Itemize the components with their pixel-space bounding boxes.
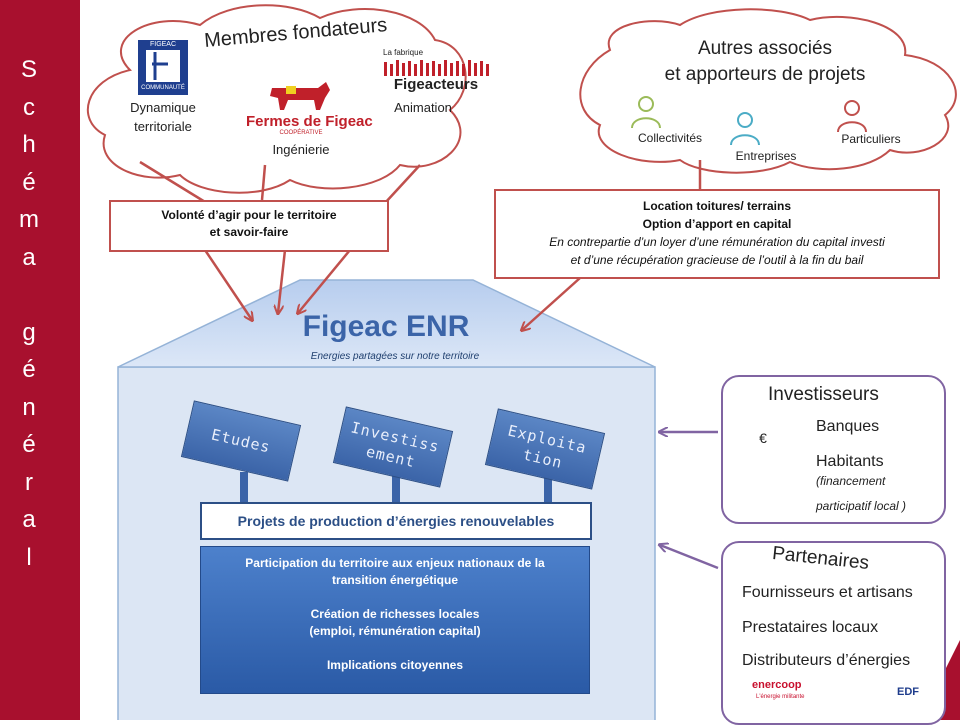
- volonte-box: Volonté d’agir pour le territoire et sav…: [109, 200, 389, 252]
- sidebar-letter: é: [22, 168, 36, 196]
- sidebar-letter: r: [25, 468, 33, 496]
- person-icon-entreprises: [730, 112, 760, 146]
- sidebar-letter: h: [22, 131, 36, 158]
- logo-figeacteurs-figures: [384, 60, 489, 76]
- enercoop-tagline: L'énergie militante: [756, 694, 805, 700]
- location-line-2: Option d’apport en capital: [642, 217, 792, 231]
- associe-particuliers: Particuliers: [841, 132, 901, 146]
- edf-logo: EDF: [897, 686, 919, 698]
- associes-title-2: et apporteurs de projets: [664, 64, 866, 85]
- associe-entreprises: Entreprises: [735, 149, 797, 163]
- benefits-box: Participation du territoire aux enjeux n…: [200, 546, 590, 694]
- cloud-associes: [579, 8, 957, 174]
- volonte-line-2: et savoir-faire: [209, 225, 289, 239]
- location-box: Location toitures/ terrains Option d’app…: [494, 189, 940, 279]
- location-line-3: En contrepartie d’un loyer d’une rémunér…: [549, 235, 885, 249]
- partenaire-prestataires: Prestataires locaux: [742, 619, 879, 636]
- house-subtitle: Energies partagées sur notre territoire: [310, 351, 480, 362]
- sign-post-investissement: [392, 472, 400, 502]
- person-icon-particuliers: [837, 100, 867, 133]
- sidebar-letter: l: [26, 543, 32, 571]
- communaute-label-1: Dynamique: [130, 100, 196, 115]
- cow-icon: [270, 82, 330, 110]
- figeacteurs-logo-top: La fabrique: [383, 48, 424, 57]
- communaute-label-2: territoriale: [134, 119, 192, 134]
- sidebar-letter: c: [23, 93, 35, 121]
- associe-collectivites: Collectivités: [637, 131, 703, 145]
- habitants-note-1: (financement: [816, 474, 886, 488]
- associes-title-1: Autres associés: [697, 38, 833, 59]
- benefit-line-1: Participation du territoire aux enjeux n…: [245, 556, 545, 570]
- habitants-note-2: participatif local ): [816, 499, 907, 513]
- investisseur-banques: Banques: [816, 418, 880, 435]
- partenaire-distributeurs: Distributeurs d’énergies: [742, 652, 911, 669]
- fermes-logo-sub: COOPÉRATIVE: [279, 130, 323, 136]
- partenaires-panel: [721, 541, 946, 725]
- communaute-logo-bottom: COMMUNAUTÉ: [141, 85, 185, 91]
- arrows-red: [139, 160, 702, 330]
- sidebar-letter: S: [20, 56, 37, 83]
- benefit-line-4: (emploi, rémunération capital): [309, 624, 481, 638]
- house-title: Figeac ENR: [302, 310, 470, 343]
- sign-post-exploitation: [544, 472, 552, 502]
- figeacteurs-label: Animation: [394, 100, 452, 115]
- sidebar-letter: é: [22, 356, 36, 383]
- volonte-line-1: Volonté d’agir pour le territoire: [161, 208, 337, 222]
- sidebar-letter: é: [22, 431, 36, 458]
- person-icon-collectivites: [631, 96, 661, 129]
- sign-etudes-label: Etudes: [209, 425, 273, 457]
- sidebar: [0, 0, 80, 720]
- benefit-line-5: Implications citoyennes: [326, 658, 464, 672]
- sign-post-etudes: [240, 472, 248, 502]
- sidebar-letter: a: [22, 243, 36, 271]
- projets-box: Projets de production d’énergies renouve…: [200, 502, 592, 540]
- location-line-1: Location toitures/ terrains: [642, 199, 792, 213]
- enercoop-logo: enercoop: [752, 679, 802, 691]
- partenaire-fournisseurs: Fournisseurs et artisans: [742, 584, 913, 601]
- sidebar-letter: m: [19, 206, 39, 233]
- sidebar-letter: n: [22, 393, 36, 421]
- investisseurs-title: Investisseurs: [768, 384, 879, 405]
- investisseur-habitants: Habitants: [816, 453, 884, 470]
- arrows-purple: [660, 432, 719, 570]
- fermes-label: Ingénierie: [272, 142, 330, 157]
- sidebar-letter: g: [22, 318, 36, 346]
- benefit-line-2: transition énergétique: [331, 573, 459, 587]
- benefit-line-3: Création de richesses locales: [310, 607, 480, 621]
- fermes-logo-text: Fermes de Figeac: [246, 113, 373, 130]
- logo-figeac-communaute: [138, 40, 188, 95]
- euro-icon: €: [759, 430, 767, 446]
- figeacteurs-logo-text: Figeacteurs: [393, 76, 479, 93]
- sidebar-letter: a: [22, 506, 36, 533]
- investisseurs-panel: [721, 375, 946, 524]
- communaute-logo-top: FIGEAC: [149, 41, 177, 48]
- location-line-4: et d’une récupération gracieuse de l’out…: [570, 253, 864, 267]
